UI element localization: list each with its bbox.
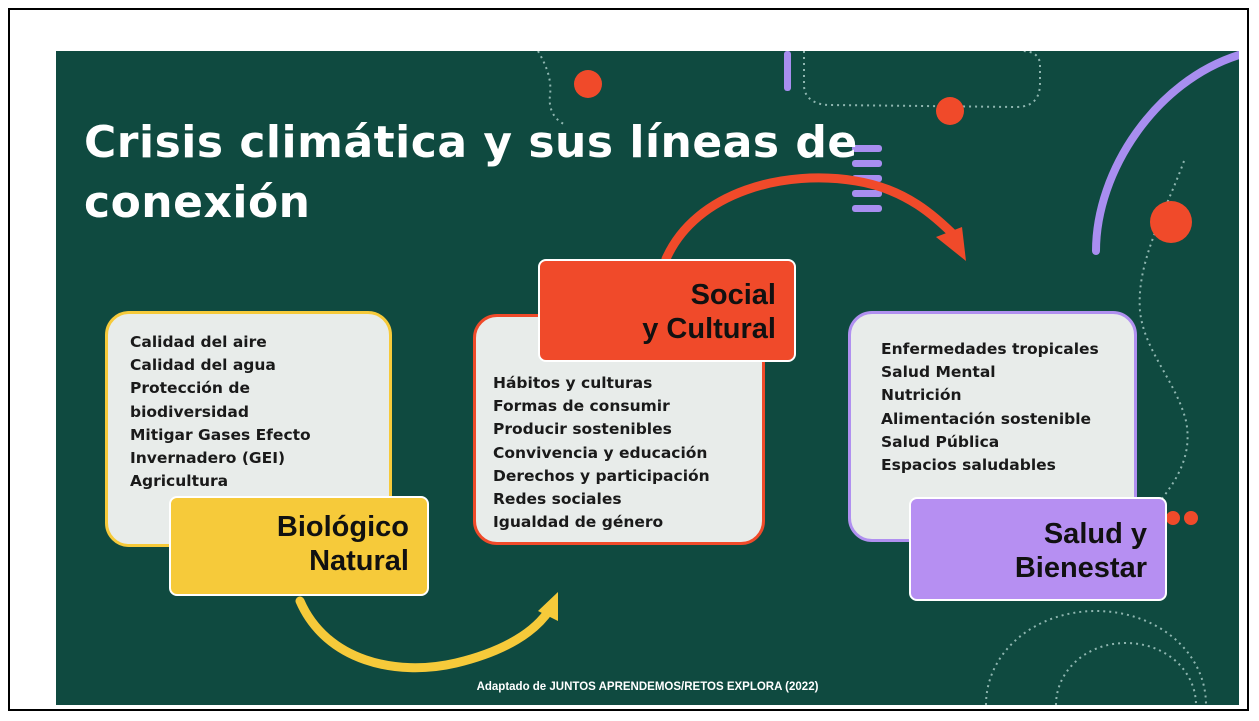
label-social-line1: Social bbox=[690, 279, 776, 311]
slide-title: Crisis climática y sus líneas de conexió… bbox=[84, 117, 858, 228]
list-item: Invernadero (GEI) bbox=[130, 449, 286, 468]
label-biologico: Biológico Natural bbox=[169, 496, 429, 596]
red-arrowhead bbox=[936, 227, 966, 261]
list-item: Alimentación sostenible bbox=[881, 409, 1092, 428]
label-salud-line2: Bienestar bbox=[1014, 552, 1147, 584]
list-item: Agricultura bbox=[130, 472, 229, 491]
red-dot-top bbox=[574, 70, 602, 98]
slide: Crisis climática y sus líneas de conexió… bbox=[56, 51, 1239, 705]
list-item: Convivencia y educación bbox=[493, 443, 708, 462]
dotted-curve-top-center bbox=[803, 51, 1041, 109]
red-dot-right bbox=[1150, 201, 1192, 243]
purple-bar-top bbox=[784, 51, 791, 91]
dotted-curve-right bbox=[1138, 160, 1189, 522]
purple-arc-right bbox=[1092, 51, 1239, 255]
list-item: Redes sociales bbox=[493, 490, 622, 509]
list-item: Calidad del agua bbox=[130, 356, 276, 375]
label-salud: Salud y Bienestar bbox=[909, 497, 1167, 601]
purple-stripe-2 bbox=[852, 160, 882, 167]
yellow-arrowhead bbox=[538, 592, 558, 621]
slide-frame: Crisis climática y sus líneas de conexió… bbox=[8, 8, 1249, 711]
dotted-curve-top-left bbox=[537, 51, 567, 126]
list-salud: Enfermedades tropicales Salud Mental Nut… bbox=[881, 338, 1139, 477]
label-salud-line1: Salud y bbox=[1043, 518, 1147, 550]
list-item: Mitigar Gases Efecto bbox=[130, 425, 311, 444]
purple-stripe-4 bbox=[852, 190, 882, 197]
purple-stripe-1 bbox=[852, 145, 882, 152]
source-caption: Adaptado de JUNTOS APRENDEMOS/RETOS EXPL… bbox=[476, 681, 819, 693]
decorations bbox=[295, 51, 1239, 705]
purple-stripe-5 bbox=[852, 205, 882, 212]
list-item: Formas de consumir bbox=[493, 397, 670, 416]
yellow-arrow bbox=[295, 596, 555, 673]
list-item: Hábitos y culturas bbox=[493, 374, 653, 392]
label-biologico-line1: Biológico bbox=[276, 511, 409, 543]
list-item: Salud Mental bbox=[881, 363, 996, 382]
red-dot-small-1 bbox=[1166, 511, 1180, 525]
list-item: Producir sostenibles bbox=[493, 420, 672, 439]
list-item: Enfermedades tropicales bbox=[881, 340, 1099, 358]
list-item: Igualdad de género bbox=[493, 513, 664, 532]
list-item: Espacios saludables bbox=[881, 456, 1056, 475]
red-dot-small-2 bbox=[1184, 511, 1198, 525]
list-item: Derechos y participación bbox=[493, 466, 710, 485]
list-biologico: Calidad del aire Calidad del agua Protec… bbox=[130, 331, 370, 493]
list-item: Calidad del aire bbox=[130, 333, 267, 351]
label-social: Social y Cultural bbox=[538, 259, 796, 362]
dotted-circle-bottom-right-2 bbox=[1055, 641, 1197, 705]
list-item: Salud Pública bbox=[881, 432, 1000, 451]
list-item: Protección de bbox=[130, 379, 250, 398]
list-social: Hábitos y culturas Formas de consumir Pr… bbox=[493, 372, 763, 534]
label-social-line2: y Cultural bbox=[642, 313, 776, 345]
list-item: Nutrición bbox=[881, 386, 962, 405]
red-arrow bbox=[661, 173, 961, 264]
list-item: biodiversidad bbox=[130, 402, 249, 421]
red-dot-center bbox=[936, 97, 964, 125]
label-biologico-line2: Natural bbox=[309, 545, 409, 577]
